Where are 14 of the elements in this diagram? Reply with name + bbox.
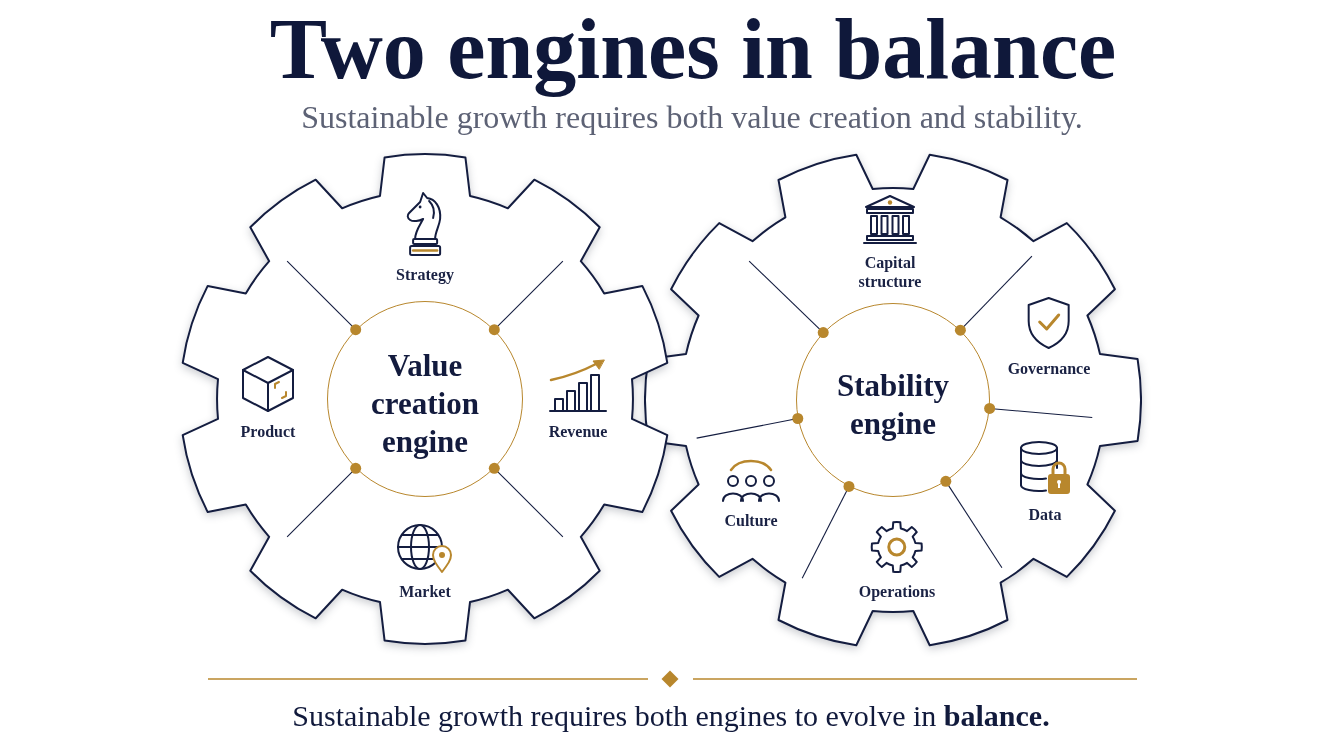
sector-label: Product <box>240 422 296 441</box>
sector-label: Strategy <box>396 265 454 284</box>
caption: Sustainable growth requires both engines to evolve in balance. <box>292 698 1050 734</box>
sector-label: Capital structure <box>857 253 923 291</box>
sector-label: Revenue <box>548 422 608 441</box>
engine-title: Value creation engine <box>370 347 480 461</box>
sector-label: Culture <box>724 511 778 530</box>
title: Two engines in balance <box>269 0 1117 98</box>
sector-label: Governance <box>1007 359 1091 378</box>
sector-label: Data <box>1028 505 1062 524</box>
sector-label: Market <box>399 582 451 601</box>
subtitle: Sustainable growth requires both value creation and stability. <box>301 99 1083 135</box>
sector-label: Operations <box>858 582 936 601</box>
engine-title: Stability engine <box>836 367 950 443</box>
